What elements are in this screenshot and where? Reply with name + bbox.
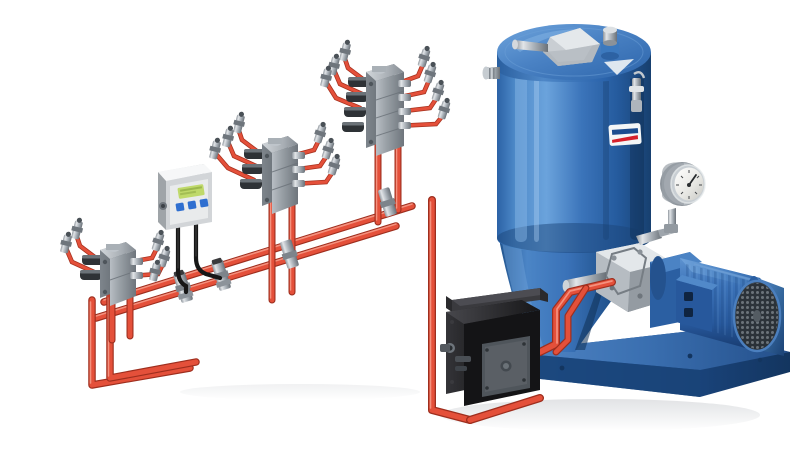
electric-motor xyxy=(650,252,784,356)
valve-left-left-ports xyxy=(80,255,104,280)
junction-box-bracket xyxy=(446,288,548,312)
lid-lever-handle[interactable] xyxy=(512,28,600,66)
valve-upper-end-fittings xyxy=(417,45,451,120)
tee-fitting xyxy=(378,187,397,217)
valve-upper-left-ports xyxy=(342,77,370,132)
reservoir-drum[interactable] xyxy=(497,68,651,253)
junction-box-cover-plate xyxy=(482,336,530,397)
control-button-1[interactable] xyxy=(175,202,185,212)
tee-fitting xyxy=(280,239,299,269)
divider-valve-middle[interactable] xyxy=(207,110,343,214)
valve-left-body xyxy=(100,242,143,306)
control-unit[interactable] xyxy=(158,164,212,230)
main-supply-line xyxy=(428,196,544,424)
valve-middle-left-ports xyxy=(240,149,266,189)
drum-latch[interactable] xyxy=(629,71,646,112)
valve-upper-end-fittings-left xyxy=(320,39,352,88)
pump-outlet-loop xyxy=(536,278,616,356)
distribution-main-diagonal xyxy=(92,202,416,322)
divider-valve-upper[interactable] xyxy=(318,38,453,156)
fill-cap[interactable] xyxy=(601,26,619,60)
junction-box[interactable] xyxy=(440,288,548,406)
drum-side-port xyxy=(482,66,500,80)
standalone-end-fitting xyxy=(149,259,162,282)
valve-middle-end-fittings-left xyxy=(209,111,246,160)
control-buttons[interactable] xyxy=(175,198,209,212)
brand-label xyxy=(608,123,642,146)
pressure-gauge xyxy=(660,162,706,234)
valve-left-end-fittings-left xyxy=(60,217,84,254)
divider-valve-left[interactable] xyxy=(58,216,173,306)
valve-middle-body xyxy=(262,136,305,214)
motor-fan-grille xyxy=(732,279,782,353)
control-button-2[interactable] xyxy=(187,200,197,210)
valve-left-end-fittings xyxy=(151,229,171,268)
control-unit-group[interactable] xyxy=(158,164,223,295)
control-button-3[interactable] xyxy=(199,198,209,208)
valve-middle-end-fittings xyxy=(313,121,341,176)
junction-box-connectors xyxy=(440,343,471,371)
left-return-loop xyxy=(88,292,200,389)
motor-terminal-box xyxy=(676,275,718,332)
level-indicator-triangle xyxy=(604,59,634,75)
valve-upper-body xyxy=(366,64,411,156)
